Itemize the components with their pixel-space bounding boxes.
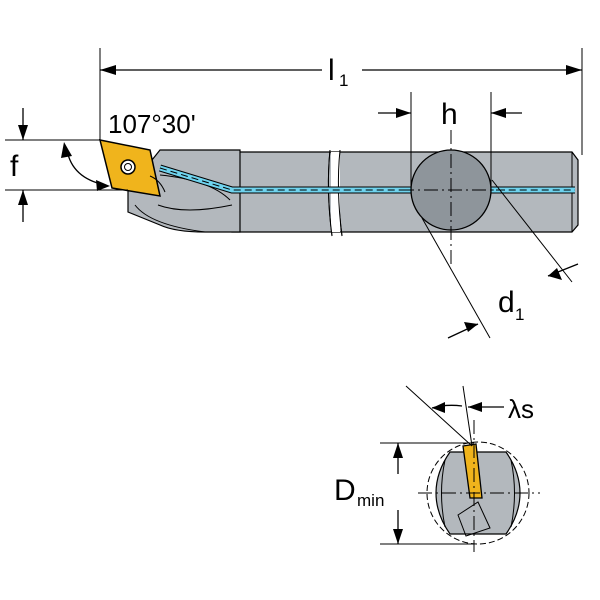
l1-subscript: 1	[339, 71, 348, 90]
d1-dimension: d 1	[421, 179, 579, 339]
dmin-subscript: min	[357, 491, 384, 510]
l1-label: l	[328, 54, 335, 87]
angle-label: 107°30'	[108, 109, 196, 139]
cutting-insert	[98, 139, 166, 197]
f-label: f	[10, 150, 19, 183]
angle-indicator: 107°30'	[61, 109, 196, 191]
f-dimension: f	[5, 108, 128, 222]
h-dimension: h	[378, 92, 522, 192]
tool-head	[127, 149, 241, 233]
dmin-dimension: D min	[332, 442, 474, 545]
d1-subscript: 1	[515, 305, 524, 324]
h-label: h	[441, 98, 458, 131]
inclination-angle: λs	[405, 385, 534, 447]
lambda-s-label: λs	[508, 394, 534, 424]
length-dimension: l 1	[99, 48, 583, 155]
dmin-label: D	[334, 474, 356, 507]
d1-label: d	[498, 286, 515, 319]
shank-section	[400, 130, 505, 265]
front-view	[418, 420, 540, 552]
